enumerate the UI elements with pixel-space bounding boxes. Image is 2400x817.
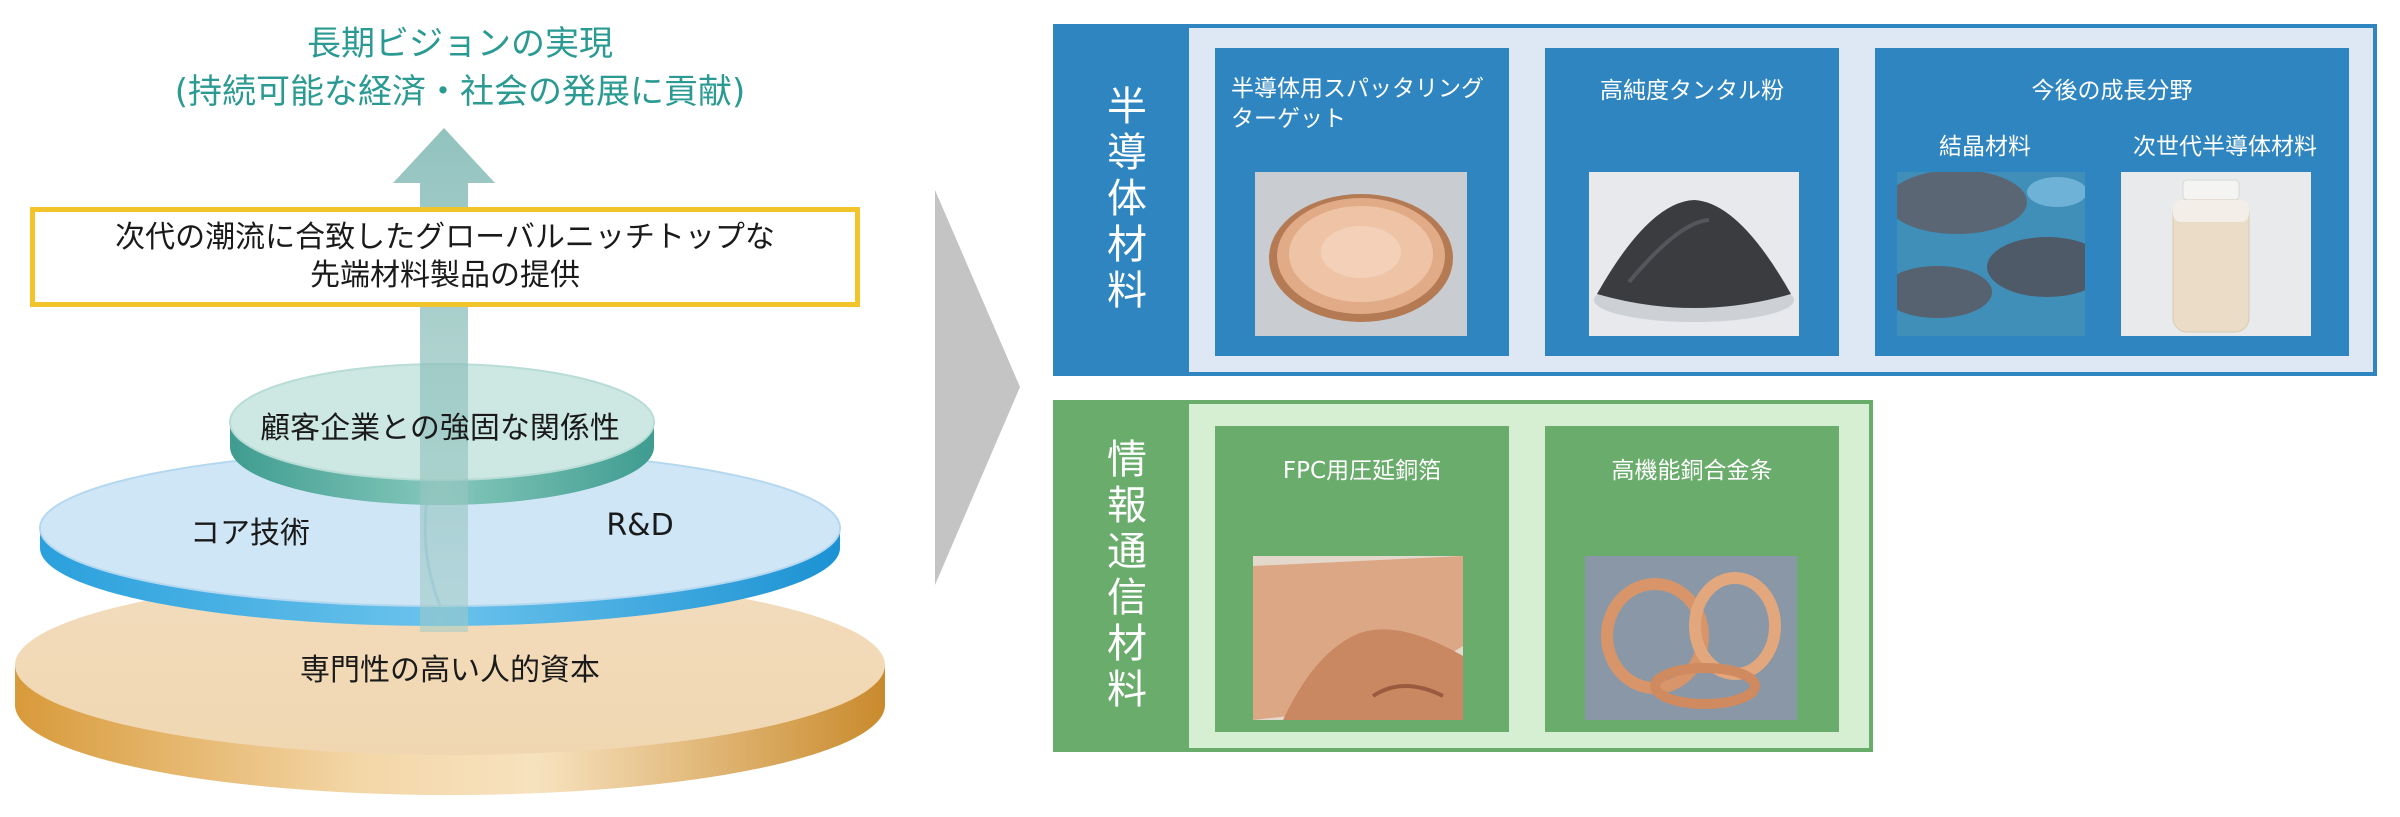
ict-panel: 情報通信材料 FPC用圧延銅箔 高機能銅合金条 xyxy=(1053,400,1873,752)
card-nextgen-title: 次世代半導体材料 xyxy=(2133,134,2317,160)
mission-line-2: 先端材料製品の提供 xyxy=(310,258,580,293)
vision-line-1: 長期ビジョンの実現 xyxy=(307,24,613,64)
crystal-material-photo xyxy=(1897,172,2085,336)
semiconductor-side-label: 半導体材料 xyxy=(1057,28,1189,372)
chevron-arrow-icon xyxy=(935,190,1020,585)
card-growth-title: 今後の成長分野 xyxy=(2031,78,2193,104)
vision-title: 長期ビジョンの実現 (持続可能な経済・社会の発展に貢献) xyxy=(40,20,880,116)
card-tantalum-powder: 高純度タンタル粉 xyxy=(1545,48,1839,356)
card-tantalum-title: 高純度タンタル粉 xyxy=(1600,78,1784,104)
human-capital-disc xyxy=(15,575,885,795)
tier-rnd: R&D xyxy=(606,508,674,543)
upward-arrow xyxy=(393,128,495,632)
nextgen-material-photo xyxy=(2121,172,2311,336)
card-growth-areas: 今後の成長分野 結晶材料 次世代半導体材料 xyxy=(1875,48,2349,356)
copper-foil-photo xyxy=(1253,556,1463,720)
mission-box: 次代の潮流に合致したグローバルニッチトップな 先端材料製品の提供 xyxy=(30,207,860,307)
semiconductor-panel: 半導体材料 半導体用スパッタリング ターゲット 高純度タンタル粉 xyxy=(1053,24,2377,376)
tier-human-capital: 専門性の高い人的資本 xyxy=(300,653,600,688)
card-sputtering-target: 半導体用スパッタリング ターゲット xyxy=(1215,48,1509,356)
card-fpc-title: FPC用圧延銅箔 xyxy=(1282,458,1442,484)
ict-side-label: 情報通信材料 xyxy=(1057,404,1189,748)
sputtering-target-photo xyxy=(1255,172,1467,336)
card-crystal-title: 結晶材料 xyxy=(1939,134,2031,160)
tier-customer-relationship: 顧客企業との強固な関係性 xyxy=(260,411,620,446)
vision-line-2: (持続可能な経済・社会の発展に貢献) xyxy=(174,72,746,112)
tantalum-powder-photo xyxy=(1589,172,1799,336)
foundation-diagram xyxy=(15,128,885,795)
card-alloy-title: 高機能銅合金条 xyxy=(1611,458,1773,484)
card-fpc-copper-foil: FPC用圧延銅箔 xyxy=(1215,426,1509,732)
card-copper-alloy: 高機能銅合金条 xyxy=(1545,426,1839,732)
tier-core-technology: コア技術 xyxy=(190,516,310,551)
card-sputtering-target-title: 半導体用スパッタリング ターゲット xyxy=(1231,76,1484,132)
mission-line-1: 次代の潮流に合致したグローバルニッチトップな xyxy=(115,220,775,255)
copper-alloy-photo xyxy=(1585,556,1797,720)
